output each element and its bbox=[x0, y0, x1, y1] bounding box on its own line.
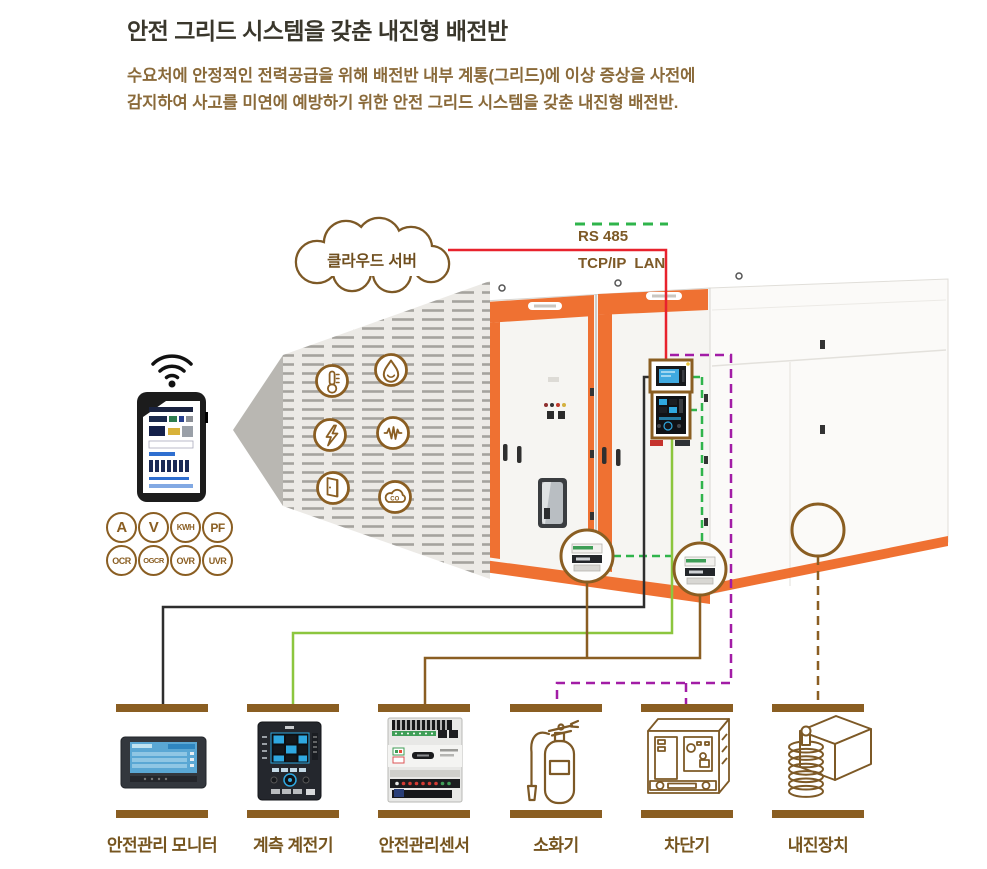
page-title: 안전 그리드 시스템을 갖춘 내진형 배전반 bbox=[127, 18, 508, 44]
lifting-lug bbox=[614, 279, 622, 287]
brand-plate-mark bbox=[652, 294, 676, 298]
connection-lines bbox=[161, 222, 820, 704]
green-solid-relay-line bbox=[291, 438, 674, 704]
panel-b-left-trim bbox=[598, 314, 612, 572]
equipment-label-circuit-breaker: 차단기 bbox=[664, 836, 710, 855]
water-drop-icon bbox=[374, 353, 408, 387]
equipment-label-fire-extinguisher: 소화기 bbox=[533, 836, 579, 855]
temperature-icon bbox=[315, 364, 349, 398]
window-latch bbox=[544, 508, 550, 519]
badge-ogcr: OGCR bbox=[138, 545, 169, 576]
lifting-lug bbox=[735, 272, 743, 280]
relay-dark-tag bbox=[675, 440, 690, 446]
mounted-hmi-display bbox=[648, 358, 694, 394]
hinge bbox=[820, 340, 825, 349]
black-monitor-line bbox=[161, 375, 650, 704]
equipment-label-seismic-device: 내진장치 bbox=[787, 836, 849, 855]
cloud-server-shape bbox=[294, 216, 451, 294]
open-door-icon bbox=[316, 471, 350, 505]
cloud-server-label: 클라우드 서버 bbox=[327, 253, 417, 270]
phone-screen-content bbox=[148, 407, 194, 488]
switch bbox=[558, 411, 565, 419]
vibration-wave-icon bbox=[376, 416, 410, 450]
badge-uvr: UVR bbox=[202, 545, 233, 576]
fire-extinguisher-drawing bbox=[526, 719, 580, 805]
measuring-relay-device bbox=[257, 721, 322, 801]
lightning-icon bbox=[313, 418, 347, 452]
phone-side-button bbox=[205, 412, 208, 423]
wifi-icon bbox=[151, 354, 193, 388]
badge-ocr: OCR bbox=[106, 545, 137, 576]
safety-monitor-device bbox=[120, 736, 207, 789]
circuit-breaker-drawing bbox=[647, 718, 730, 794]
cloud-red-line bbox=[448, 248, 668, 360]
safety-sensor-device bbox=[387, 717, 463, 803]
page-description-line1: 수요처에 안정적인 전력공급을 위해 배전반 내부 계통(그리드)에 이상 증상… bbox=[127, 67, 696, 85]
brown-sensor-line bbox=[423, 582, 702, 704]
hinge bbox=[704, 394, 708, 402]
indicator-lamp bbox=[562, 403, 566, 407]
panel-a-right-trim bbox=[588, 316, 594, 576]
door-handle bbox=[616, 449, 621, 466]
side-seam bbox=[711, 299, 947, 311]
indicator-lamp bbox=[556, 403, 560, 407]
arrow-head bbox=[233, 355, 283, 506]
sensor-icon-group: CO bbox=[313, 353, 412, 514]
badge-volt: V bbox=[138, 512, 169, 543]
door-sensor-left-circle bbox=[559, 528, 615, 584]
hinge bbox=[590, 388, 594, 396]
purple-dashed-line bbox=[555, 353, 733, 704]
hinge bbox=[704, 518, 708, 526]
monitoring-smartphone bbox=[137, 354, 208, 502]
switchboard-cabinet bbox=[483, 272, 949, 604]
door-sensor-right-circle bbox=[672, 541, 728, 597]
front-base-band bbox=[484, 560, 710, 604]
brand-plate-mark bbox=[534, 304, 556, 308]
indicator-lamp bbox=[544, 403, 548, 407]
hinge bbox=[820, 425, 825, 434]
badge-ovr: OVR bbox=[170, 545, 201, 576]
data-flow-arrow bbox=[233, 281, 490, 579]
side-base-band bbox=[710, 536, 948, 594]
badge-ampere: A bbox=[106, 512, 137, 543]
door-handle bbox=[517, 446, 522, 463]
hinge bbox=[590, 512, 594, 520]
badge-kwh: KWH bbox=[170, 512, 201, 543]
equipment-label-measuring-relay: 계측 계전기 bbox=[253, 836, 333, 855]
equipment-label-safety-sensor: 안전관리센서 bbox=[378, 836, 470, 855]
seismic-device-drawing bbox=[788, 715, 872, 798]
tcpip-lan-label: TCP/IP LAN bbox=[578, 255, 666, 272]
lifting-lug bbox=[498, 284, 506, 292]
equipment-label-safety-monitor: 안전관리 모니터 bbox=[106, 836, 218, 855]
co-gas-icon: CO bbox=[378, 480, 412, 514]
nameplate bbox=[548, 377, 559, 382]
mounted-protection-relay bbox=[650, 390, 692, 446]
page-description-line2: 감지하여 사고를 미연에 예방하기 위한 안전 그리드 시스템을 갖춘 내진형 … bbox=[127, 94, 679, 112]
indicator-lamp bbox=[550, 403, 554, 407]
co-icon-label: CO bbox=[390, 496, 399, 502]
green-dashed-sensor-line bbox=[613, 375, 704, 558]
equipment-bars bbox=[116, 704, 864, 818]
side-seam bbox=[711, 349, 947, 367]
badge-pf: PF bbox=[202, 512, 233, 543]
switch bbox=[547, 411, 554, 419]
hinge bbox=[590, 450, 594, 458]
door-handle bbox=[602, 447, 607, 464]
relay-red-tag bbox=[650, 440, 663, 446]
hinge bbox=[704, 456, 708, 464]
door-handle bbox=[503, 444, 508, 461]
rs485-label: RS 485 bbox=[578, 228, 629, 245]
seismic-area-circle bbox=[790, 502, 846, 558]
